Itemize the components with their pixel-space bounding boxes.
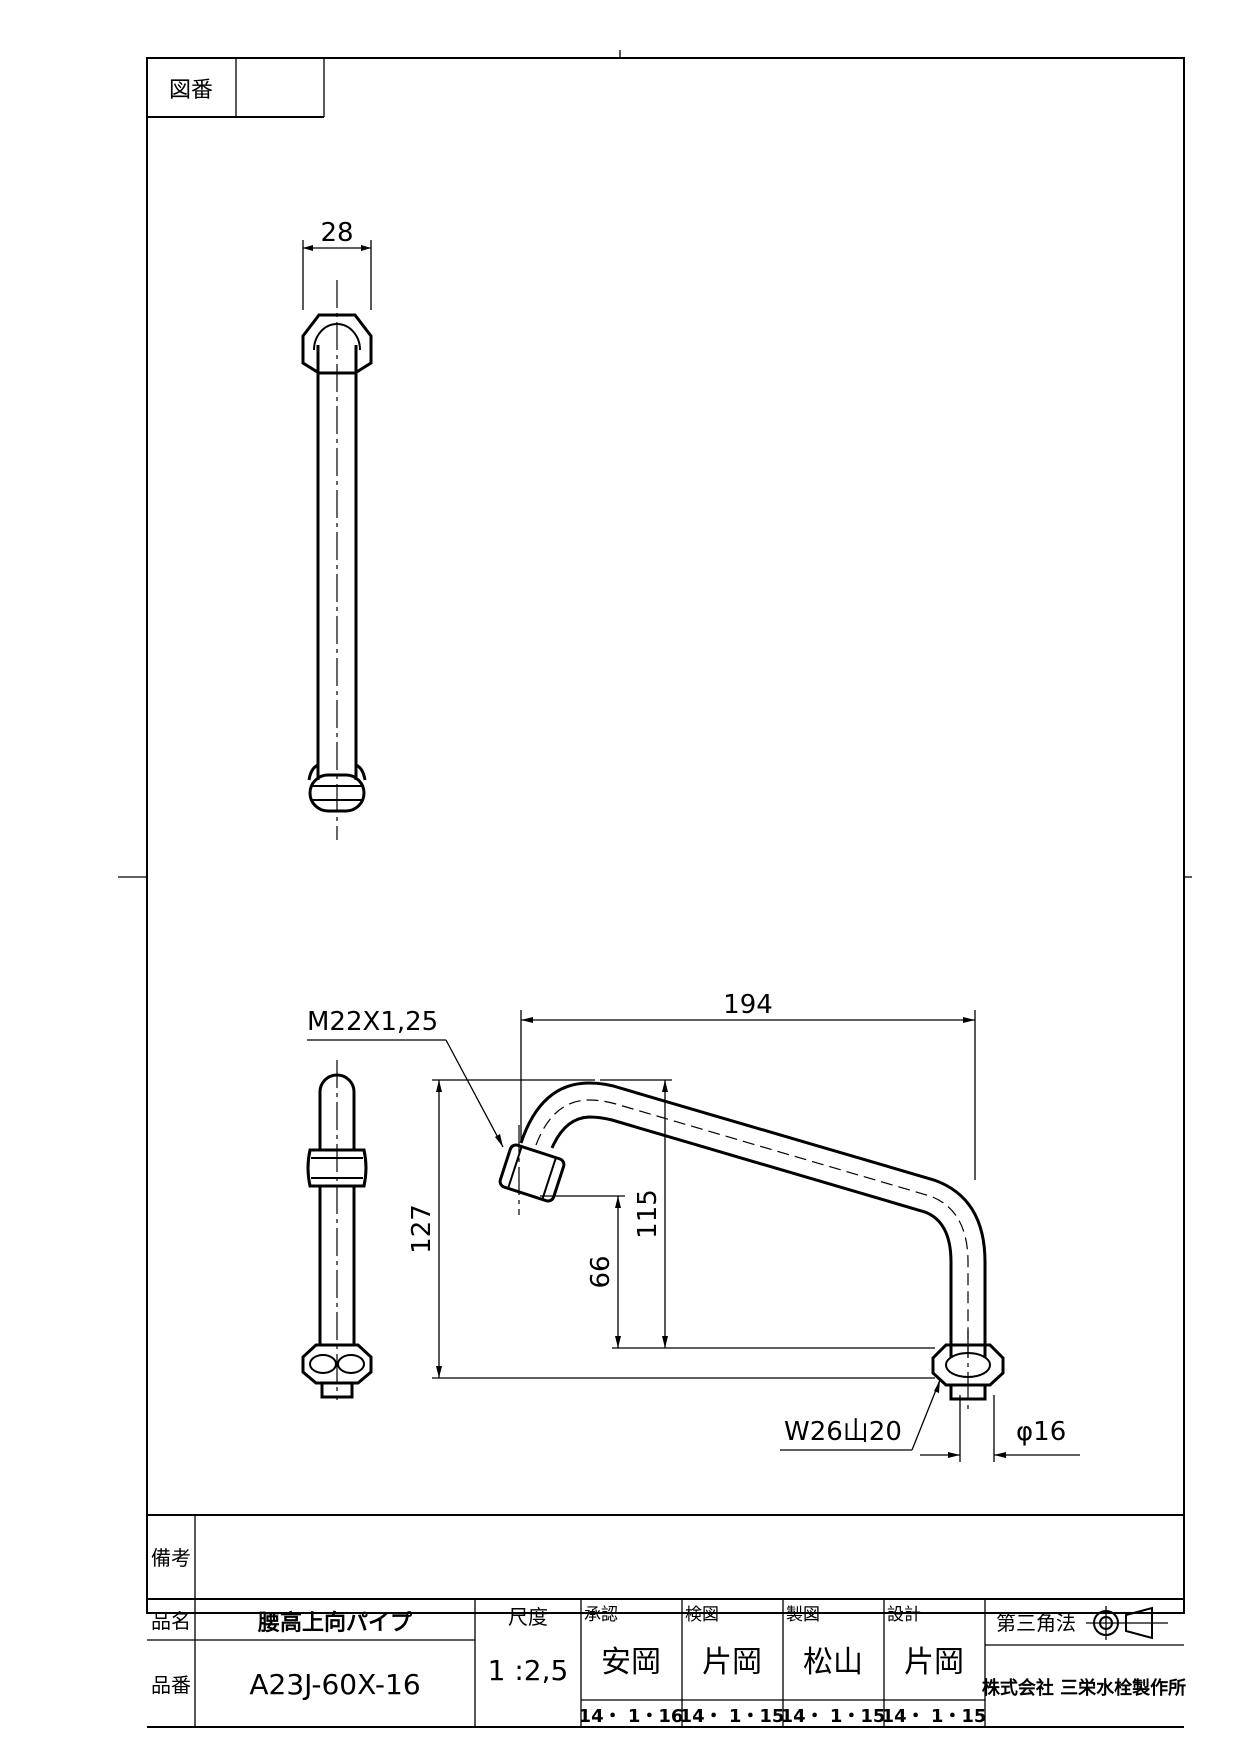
projection-label: 第三角法 bbox=[996, 1611, 1076, 1635]
dim-height-total: 127 bbox=[407, 1204, 437, 1254]
dim-height-inner: 115 bbox=[633, 1189, 663, 1239]
sheet-frame bbox=[118, 50, 1192, 1614]
approved-date: 14・ 1・16 bbox=[579, 1706, 684, 1727]
designed-name: 片岡 bbox=[904, 1645, 964, 1680]
approved-label: 承認 bbox=[584, 1605, 618, 1625]
front-dimensions: 194 M22X1,25 127 115 66 W26山20 bbox=[307, 990, 1080, 1462]
drafted-name: 松山 bbox=[803, 1645, 863, 1680]
approved-name: 安岡 bbox=[601, 1645, 661, 1680]
side-view bbox=[301, 1060, 373, 1400]
title-block bbox=[147, 1514, 1184, 1728]
product-name-label: 品名 bbox=[151, 1609, 191, 1633]
top-view: 28 bbox=[301, 218, 373, 840]
scale-label: 尺度 bbox=[508, 1605, 548, 1629]
dim-diameter: φ16 bbox=[1016, 1417, 1066, 1447]
designed-label: 設計 bbox=[887, 1605, 921, 1625]
company-name: 株式会社 三栄水栓製作所 bbox=[982, 1677, 1186, 1699]
product-name: 腰高上向パイプ bbox=[257, 1610, 413, 1636]
dim-top-width: 28 bbox=[320, 218, 353, 248]
drawing-number-label: 図番 bbox=[169, 78, 213, 103]
front-view bbox=[498, 1081, 1005, 1410]
checked-name: 片岡 bbox=[702, 1645, 762, 1680]
designed-date: 14・ 1・15 bbox=[882, 1706, 987, 1727]
dim-overall-length: 194 bbox=[723, 990, 773, 1020]
product-code-label: 品番 bbox=[151, 1673, 191, 1697]
dim-height-outlet: 66 bbox=[586, 1255, 616, 1288]
drawing-number-box: 図番 bbox=[147, 58, 325, 118]
drafted-date: 14・ 1・15 bbox=[781, 1706, 886, 1727]
checked-label: 検図 bbox=[685, 1605, 719, 1625]
drafted-label: 製図 bbox=[786, 1605, 820, 1625]
dim-thread-spec: M22X1,25 bbox=[307, 1007, 438, 1037]
dim-base-thread: W26山20 bbox=[784, 1417, 902, 1447]
scale-value: 1 :2,5 bbox=[488, 1654, 569, 1687]
product-code: A23J-60X-16 bbox=[249, 1668, 420, 1701]
remarks-label: 備考 bbox=[151, 1546, 191, 1570]
third-angle-projection-icon bbox=[1086, 1606, 1168, 1640]
checked-date: 14・ 1・15 bbox=[680, 1706, 785, 1727]
